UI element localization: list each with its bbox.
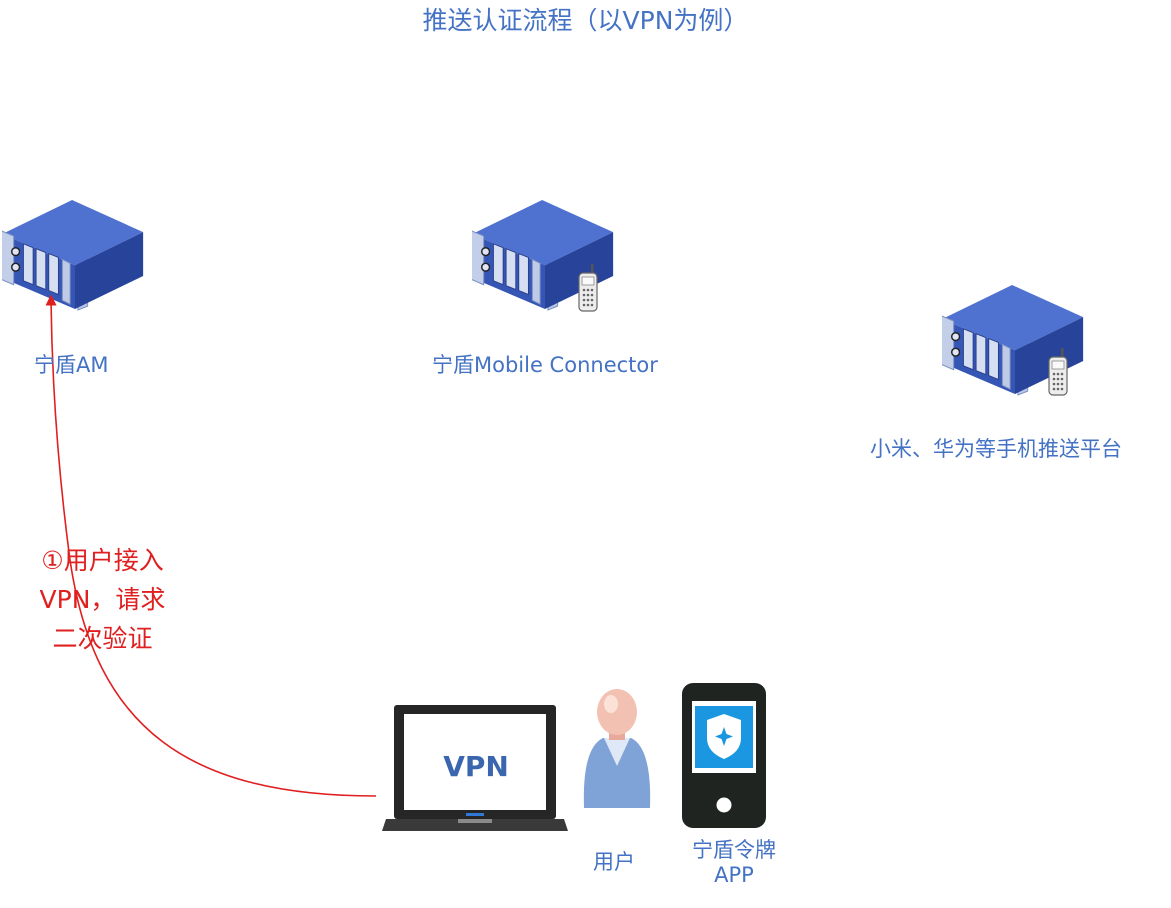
token-app-label-line1: 宁盾令牌 bbox=[692, 838, 776, 862]
flow-step-1-number: ① bbox=[41, 546, 64, 575]
laptop-icon bbox=[382, 705, 568, 831]
token-app-phone-icon bbox=[682, 683, 766, 828]
am-server-icon bbox=[2, 199, 144, 311]
token-app-label-line2: APP bbox=[714, 863, 754, 888]
flow-step-1-text-line2: VPN，请求 bbox=[39, 585, 166, 614]
flow-step-1-text-line1: 用户接入 bbox=[63, 546, 164, 575]
user-label: 用户 bbox=[593, 850, 635, 874]
flow-arrow-step-1 bbox=[45, 294, 377, 797]
flow-step-1-annotation: ①用户接入 VPN，请求 二次验证 bbox=[20, 541, 185, 658]
laptop-screen-text: VPN bbox=[443, 750, 509, 783]
mobile-connector-label: 宁盾Mobile Connector bbox=[432, 353, 658, 377]
flow-step-1-text-line3: 二次验证 bbox=[52, 624, 153, 653]
push-platform-label: 小米、华为等手机推送平台 bbox=[870, 437, 1122, 461]
diagram-title: 推送认证流程（以VPN为例） bbox=[422, 6, 749, 35]
token-app-label: 宁盾令牌 APP bbox=[670, 838, 798, 888]
user-icon bbox=[583, 689, 651, 808]
flow-step-1-line1: ①用户接入 bbox=[20, 541, 185, 580]
am-label: 宁盾AM bbox=[34, 353, 109, 377]
